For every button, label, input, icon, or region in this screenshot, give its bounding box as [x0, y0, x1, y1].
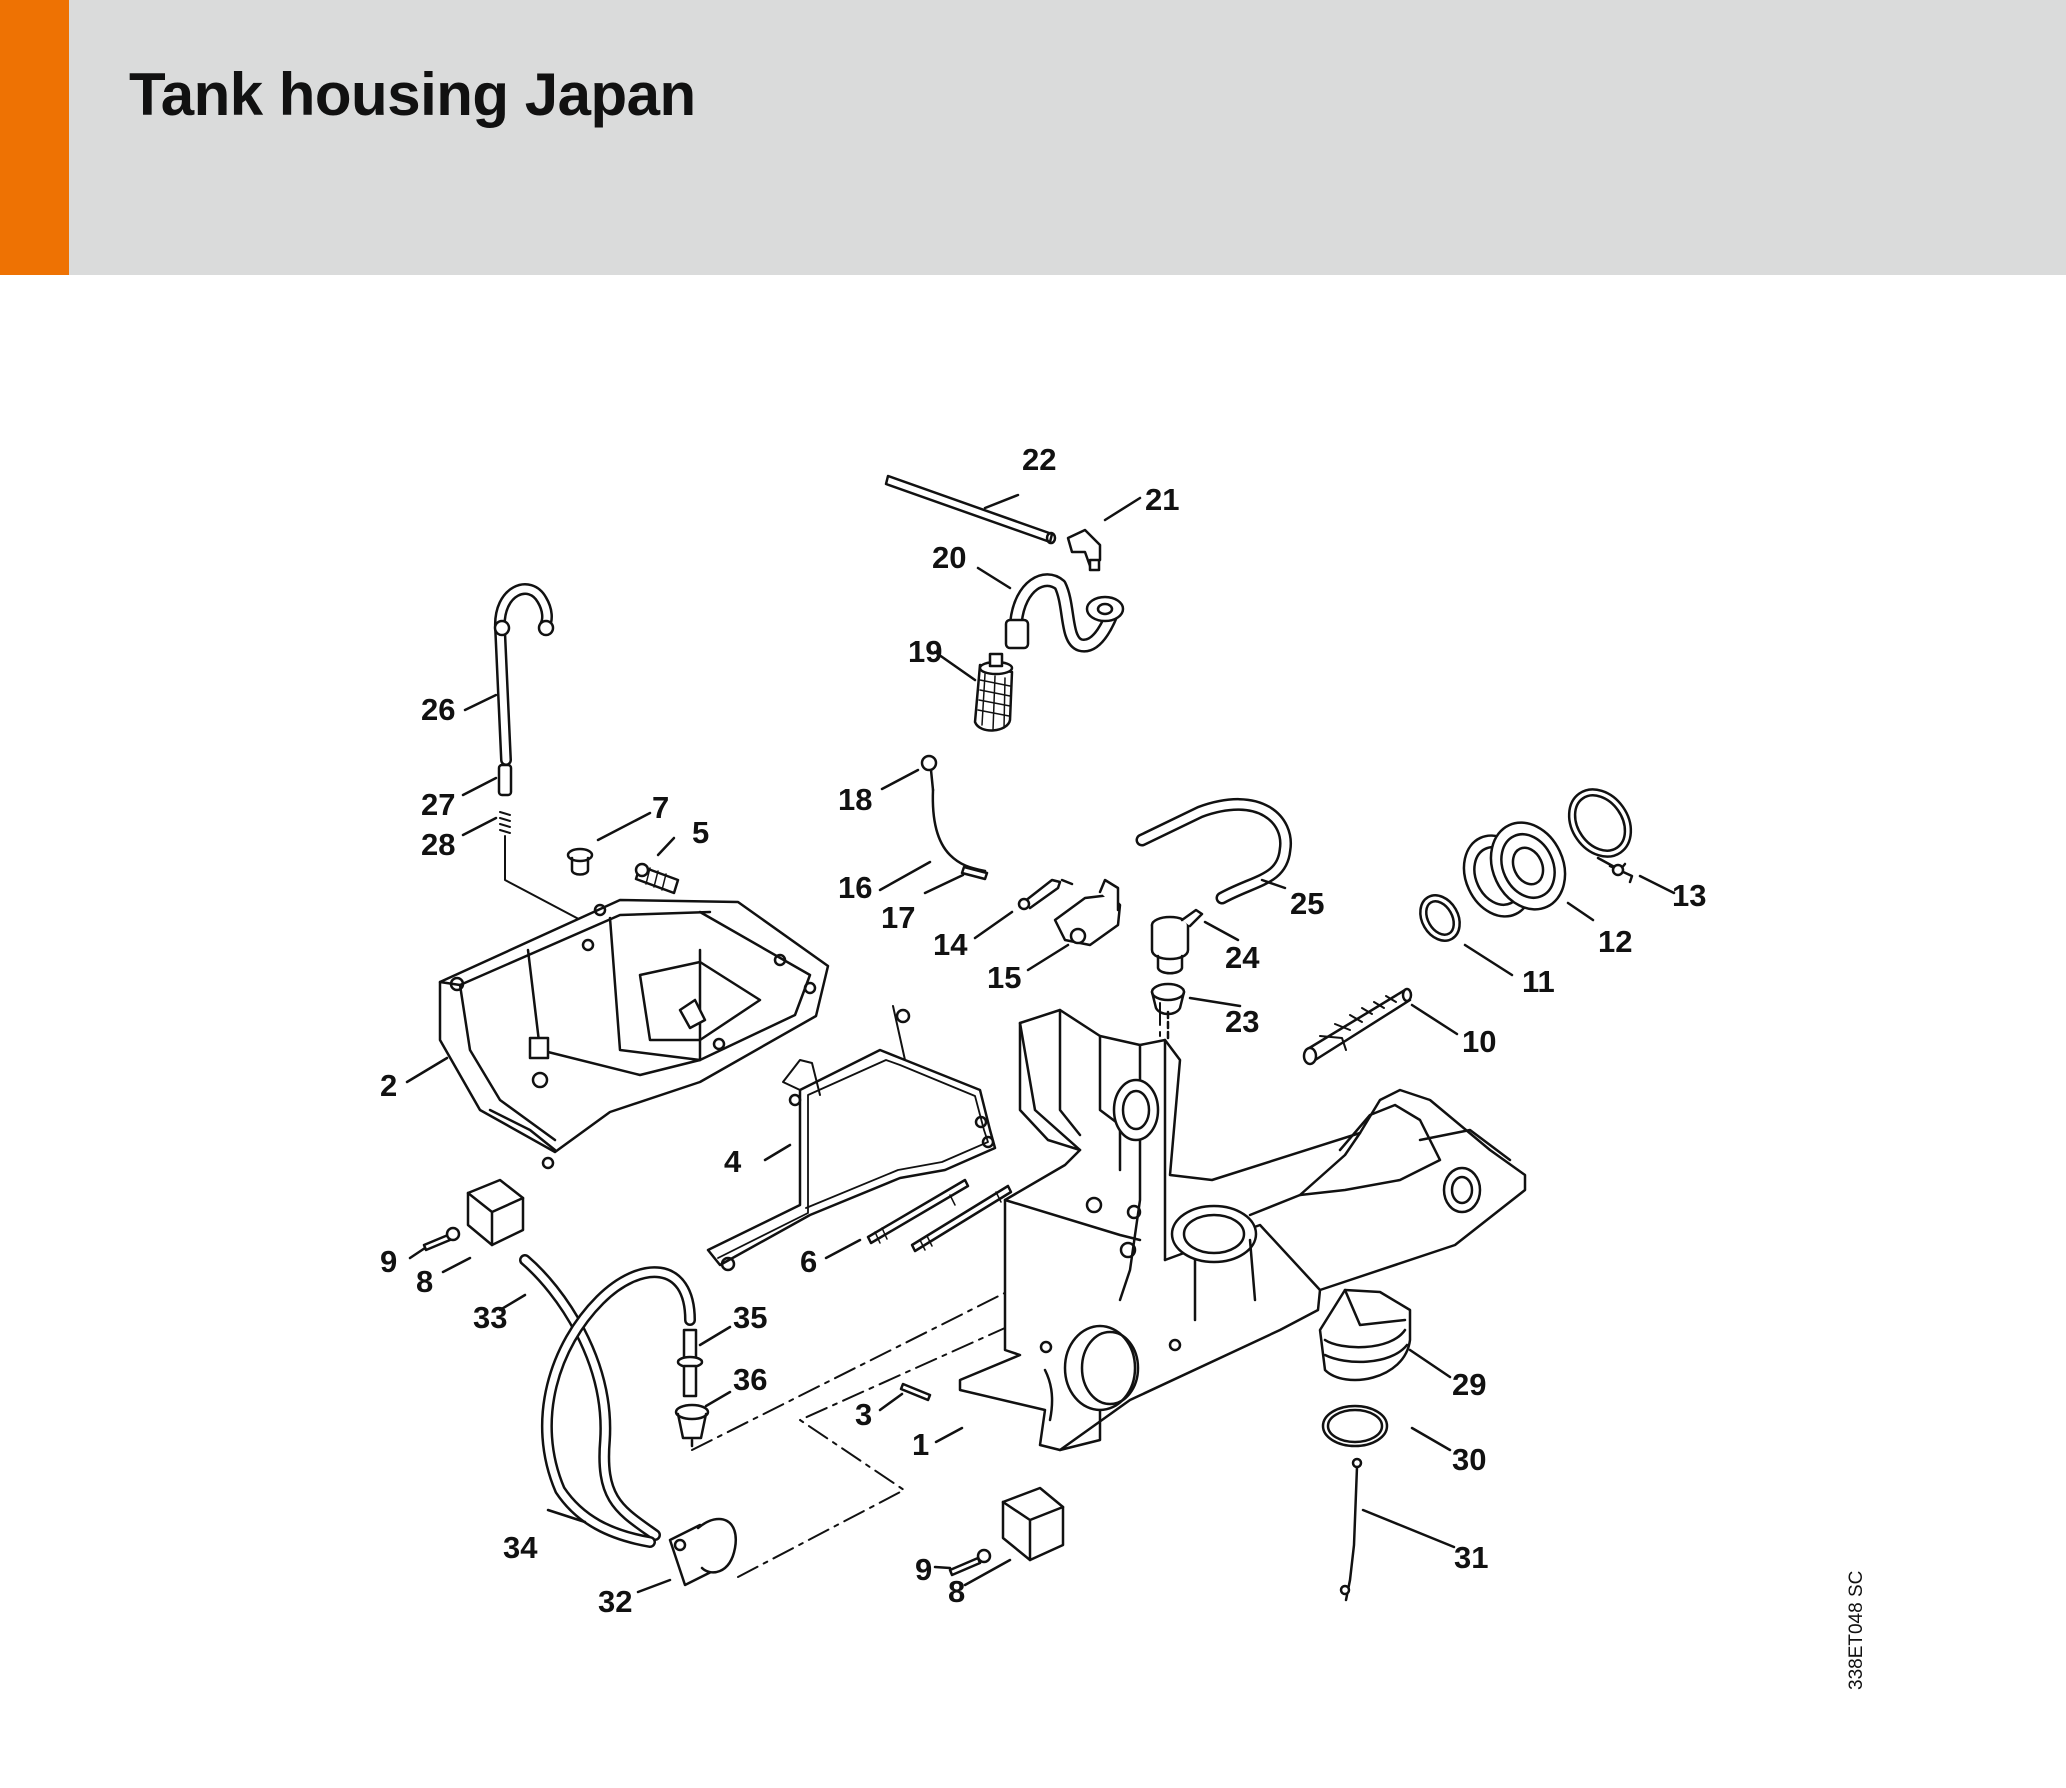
part-27-sleeve: [497, 763, 513, 797]
callout-8-lower: 8: [948, 1574, 965, 1609]
part-15-switch: [1053, 878, 1122, 947]
callout-29: 29: [1452, 1367, 1486, 1402]
callout-34: 34: [503, 1530, 538, 1565]
part-32-primer-bulb: [668, 1517, 738, 1587]
part-19-fuel-filter: [973, 652, 1014, 732]
callout-14: 14: [933, 927, 968, 962]
part-23-grommet: [1150, 982, 1186, 1042]
callout-30: 30: [1452, 1442, 1486, 1477]
callout-22: 22: [1022, 442, 1056, 477]
callout-26: 26: [421, 692, 455, 727]
part-31-strap: [1339, 1457, 1363, 1602]
part-5-valve: [634, 862, 680, 895]
callout-17: 17: [881, 900, 915, 935]
leader-lines: [405, 493, 1676, 1594]
callout-21: 21: [1145, 482, 1179, 517]
callout-16: 16: [838, 870, 872, 905]
part-18-ring-terminal: [920, 754, 938, 792]
callout-10: 10: [1462, 1024, 1496, 1059]
exploded-parts-diagram: 22 21 20 19 26 27 28 7 5 18 16 17 14 15 …: [380, 442, 1706, 1619]
part-12-drive-wheel: [1462, 821, 1567, 918]
part-33-hose: [519, 1254, 661, 1541]
callout-1: 1: [912, 1427, 929, 1462]
callout-5: 5: [692, 815, 709, 850]
part-30-oring: [1321, 1404, 1389, 1448]
callout-25: 25: [1290, 886, 1324, 921]
part-10-worm: [1302, 987, 1413, 1066]
callout-19: 19: [908, 634, 942, 669]
part-24-pump: [1150, 908, 1204, 975]
callout-7: 7: [652, 790, 669, 825]
accent-bar: [0, 0, 69, 275]
callout-32: 32: [598, 1584, 632, 1619]
callout-11: 11: [1522, 964, 1555, 999]
part-3-pin: [899, 1382, 932, 1402]
part-20-fuel-hose: [1004, 573, 1125, 653]
callout-24: 24: [1225, 940, 1260, 975]
callout-8-upper: 8: [416, 1264, 433, 1299]
part-4-gasket: [706, 1005, 997, 1272]
callout-13: 13: [1672, 878, 1706, 913]
callout-36: 36: [733, 1362, 767, 1397]
part-9-screw-lower: [948, 1548, 992, 1577]
part-14-contact-spring: [1017, 878, 1074, 911]
part-8-block-upper: [466, 1178, 525, 1247]
part-26-pickup-tube: [493, 583, 555, 766]
part-25-hose: [1135, 797, 1293, 905]
part-22-tube: [884, 474, 1057, 545]
callout-3: 3: [855, 1397, 872, 1432]
callout-18: 18: [838, 782, 872, 817]
callout-6: 6: [800, 1244, 817, 1279]
part-1-tank-housing: [958, 1008, 1527, 1452]
callout-20: 20: [932, 540, 966, 575]
part-11-ring: [1419, 894, 1461, 942]
callout-2: 2: [380, 1068, 397, 1103]
callout-15: 15: [987, 960, 1021, 995]
callout-31: 31: [1454, 1540, 1488, 1575]
part-34-hose: [541, 1266, 696, 1548]
callout-9-lower: 9: [915, 1552, 932, 1587]
part-21-elbow: [1066, 528, 1102, 572]
part-2-tank-cover: [438, 898, 830, 1170]
callout-23: 23: [1225, 1004, 1259, 1039]
callout-9-upper: 9: [380, 1244, 397, 1279]
header-bar: [0, 0, 2066, 275]
part-9-screw-upper: [422, 1226, 461, 1252]
part-8-block-lower: [1001, 1486, 1065, 1562]
part-7-plug: [566, 847, 594, 876]
part-29-cap: [1318, 1288, 1412, 1382]
callout-35: 35: [733, 1300, 767, 1335]
part-36-grommet: [674, 1403, 710, 1452]
callout-labels: 22 21 20 19 26 27 28 7 5 18 16 17 14 15 …: [380, 442, 1706, 1619]
part-16-wire: [931, 788, 989, 881]
part-6-studs: [866, 1178, 1013, 1253]
callout-4: 4: [724, 1144, 742, 1179]
part-13-hose-clamp: [1567, 788, 1634, 884]
callout-27: 27: [421, 787, 455, 822]
callout-12: 12: [1598, 924, 1632, 959]
page-title: Tank housing Japan: [129, 61, 696, 128]
drawing-code: 338ET048 SC: [1846, 1570, 1867, 1690]
callout-33: 33: [473, 1300, 507, 1335]
callout-28: 28: [421, 827, 455, 862]
part-35-nipple: [676, 1328, 704, 1398]
